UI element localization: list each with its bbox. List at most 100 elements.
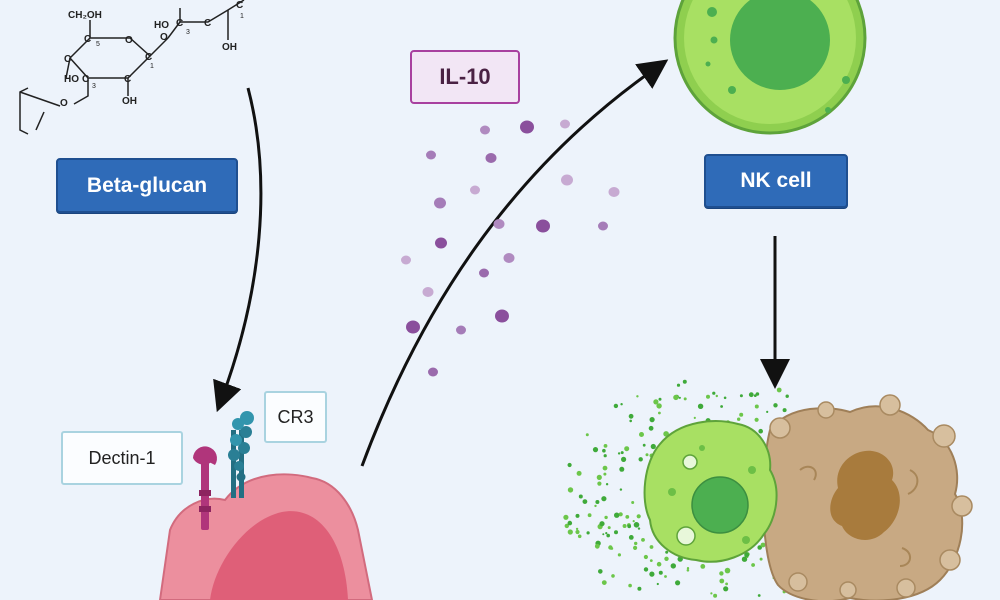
granule-dot — [628, 413, 634, 419]
granule-dot — [782, 408, 787, 413]
granule-dot — [720, 405, 723, 408]
granule-dot — [632, 520, 635, 523]
granule-dot — [618, 512, 623, 517]
atom-o-link: O — [60, 98, 68, 109]
granule-dot — [686, 567, 690, 570]
granule-dot — [601, 580, 607, 585]
granule-dot — [637, 586, 642, 591]
granule-dot — [682, 379, 687, 384]
granule-dot — [577, 534, 582, 539]
atom-num-3: 3 — [92, 83, 96, 90]
granule-dot — [597, 481, 602, 486]
granule-dot — [636, 514, 641, 519]
atom-num-1b: 1 — [240, 13, 244, 20]
granule-dot — [634, 541, 638, 546]
granule-dot — [739, 412, 744, 417]
granule-dot — [737, 417, 741, 421]
ring-bond-c3 — [73, 78, 89, 105]
granule-dot — [766, 410, 769, 413]
granule-dot — [602, 533, 605, 536]
granule-dot — [757, 545, 762, 550]
granule-dot — [658, 397, 662, 401]
granule-dot — [649, 545, 654, 549]
atom-c5: C — [84, 34, 91, 45]
granule-dot — [645, 453, 649, 457]
dectin-1-label: Dectin-1 — [61, 431, 183, 485]
atom-num-3b: 3 — [186, 29, 190, 36]
granule-dot — [713, 593, 718, 598]
granule-dot — [754, 404, 759, 409]
atom-c3: C — [82, 74, 89, 85]
atom-oh-c2: OH — [122, 96, 137, 107]
granule-dot — [603, 444, 608, 448]
granule-dot — [567, 520, 573, 526]
cr3-label: CR3 — [264, 391, 327, 443]
granule-dot — [759, 557, 763, 561]
granule-dot — [636, 395, 639, 398]
dectin-1-receptor — [193, 446, 217, 530]
granule-dot — [683, 397, 687, 401]
granule-dot — [614, 512, 620, 518]
granule-dot — [678, 396, 681, 399]
granule-dot — [631, 501, 635, 504]
atom-ho-left: HO — [64, 74, 79, 85]
granule-dot — [567, 487, 574, 493]
granule-dot — [670, 563, 676, 569]
granule-dot — [628, 583, 632, 588]
structure-bracket-left — [19, 87, 29, 135]
granule-dot — [641, 538, 645, 542]
granule-dot — [622, 524, 627, 528]
granule-dot — [773, 403, 778, 408]
macrophage-cell — [158, 473, 374, 600]
granule-dot — [575, 529, 580, 535]
granule-dot — [776, 387, 782, 393]
granule-dot — [596, 474, 602, 480]
structure-bond-tick — [35, 111, 45, 131]
atom-c-second-b: C — [204, 18, 211, 29]
atom-o-glycosidic: O — [160, 32, 168, 43]
pyranose-ring — [68, 37, 152, 79]
granule-dot — [595, 500, 600, 504]
atom-c1: C — [145, 52, 152, 63]
granule-dot — [563, 514, 569, 520]
granule-dot — [625, 515, 630, 519]
granule-dot — [611, 574, 615, 578]
granule-dot — [723, 396, 727, 400]
granule-dot — [744, 552, 750, 558]
granule-dot — [620, 403, 623, 406]
granule-dot — [603, 454, 607, 458]
atom-o-ring: O — [125, 35, 133, 46]
granule-dot — [665, 550, 669, 554]
granule-dot — [598, 569, 603, 574]
granule-dot — [605, 483, 609, 486]
granule-dot — [664, 556, 669, 561]
granule-dot — [638, 457, 643, 462]
granule-dot — [633, 545, 638, 551]
granule-dot — [607, 526, 611, 530]
granule-dot — [621, 456, 627, 462]
granule-dot — [706, 394, 710, 399]
granule-dot — [599, 521, 605, 527]
granule-dot — [633, 522, 640, 528]
granule-dot — [564, 523, 569, 529]
granule-dot — [619, 488, 623, 491]
granule-dot — [658, 411, 661, 415]
granule-dot — [567, 462, 572, 468]
second-unit-chain — [180, 0, 245, 23]
granule-dot — [753, 394, 757, 397]
granule-dot — [664, 575, 667, 578]
attacking-nk-cell — [643, 420, 778, 563]
atom-num-1: 1 — [150, 63, 154, 70]
granule-dot — [604, 515, 608, 520]
granule-dot — [628, 535, 634, 540]
granule-dot — [620, 451, 624, 455]
granule-dot — [712, 391, 716, 395]
granule-dot — [601, 496, 607, 502]
granule-dot — [658, 570, 663, 575]
granule-dot — [693, 416, 696, 419]
granule-dot — [643, 567, 649, 572]
granule-dot — [748, 392, 754, 398]
atom-num-5: 5 — [96, 41, 100, 48]
granule-dot — [724, 567, 731, 574]
